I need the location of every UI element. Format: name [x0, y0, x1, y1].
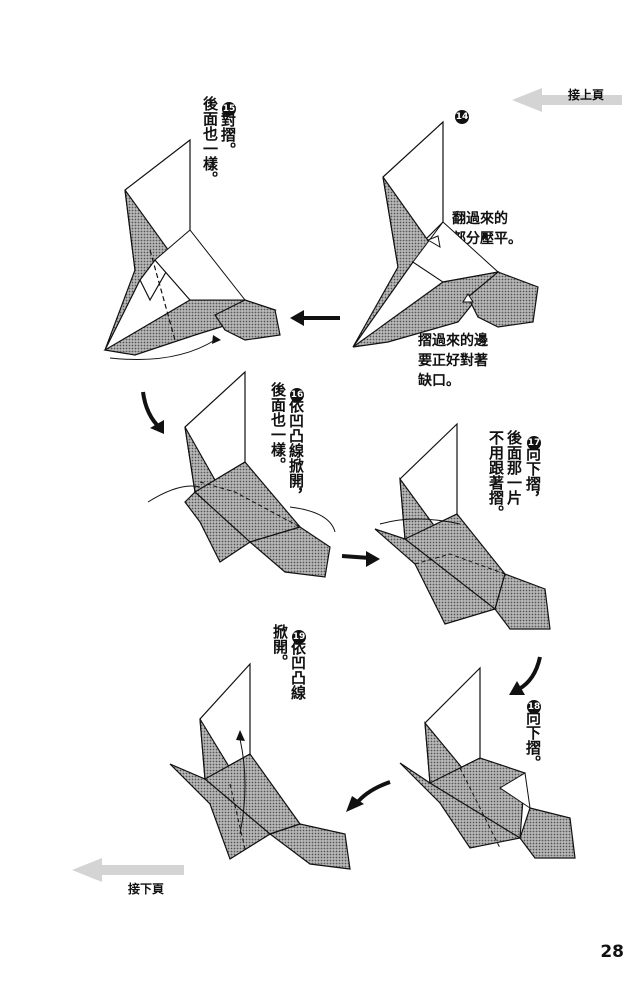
step-14-note-d: 要正好對著 [418, 353, 488, 369]
next-page-arrow[interactable] [72, 858, 184, 888]
step-18-line1: 向下摺。 [524, 710, 542, 770]
step-14-diagram [352, 120, 539, 348]
step-14-number: 14 [455, 110, 469, 124]
step-15-number: 15 [222, 102, 236, 116]
step-19-diagram [169, 662, 351, 870]
step-17-line1: 向下摺， [524, 446, 542, 506]
step-16-line1: 依凹凸線掀開， [287, 398, 305, 503]
next-page-label[interactable]: 接下頁 [128, 882, 165, 896]
step-15-line1: 對摺。 [219, 112, 237, 157]
step-19-line1: 依凹凸線 [289, 640, 307, 700]
step-14-note-c: 摺過來的邊 [418, 333, 488, 349]
step-16-diagram [147, 370, 336, 578]
prev-page-label[interactable]: 接上頁 [568, 88, 605, 102]
step-14-note-b: 部分壓平。 [452, 231, 522, 247]
step-14-note-e: 缺口。 [418, 373, 460, 389]
step-17-diagram [374, 422, 551, 630]
step-15-diagram [103, 138, 281, 360]
flow-arrow-15-16 [141, 391, 164, 434]
page-number: 28 [600, 942, 624, 962]
step-16-line2: 後面也一樣。 [269, 382, 287, 472]
flow-arrow-17-18 [509, 656, 542, 695]
step-16-number: 16 [290, 388, 304, 402]
flow-arrow-18-19 [346, 780, 391, 812]
prev-page-arrow[interactable] [512, 88, 622, 118]
flow-arrow-14-15 [290, 310, 340, 326]
step-19-number: 19 [292, 630, 306, 644]
step-18-diagram [399, 666, 576, 859]
step-17-line3: 不用跟著摺。 [487, 430, 505, 520]
step-17-line2: 後面那一片 [505, 430, 523, 505]
step-14-note-a: 翻過來的 [452, 211, 508, 227]
step-19-line2: 掀開。 [271, 624, 289, 669]
step-18-number: 18 [527, 700, 541, 714]
step-17-number: 17 [527, 436, 541, 450]
flow-arrow-16-17 [341, 551, 380, 567]
step-15-line2: 後面也一樣。 [201, 96, 219, 186]
